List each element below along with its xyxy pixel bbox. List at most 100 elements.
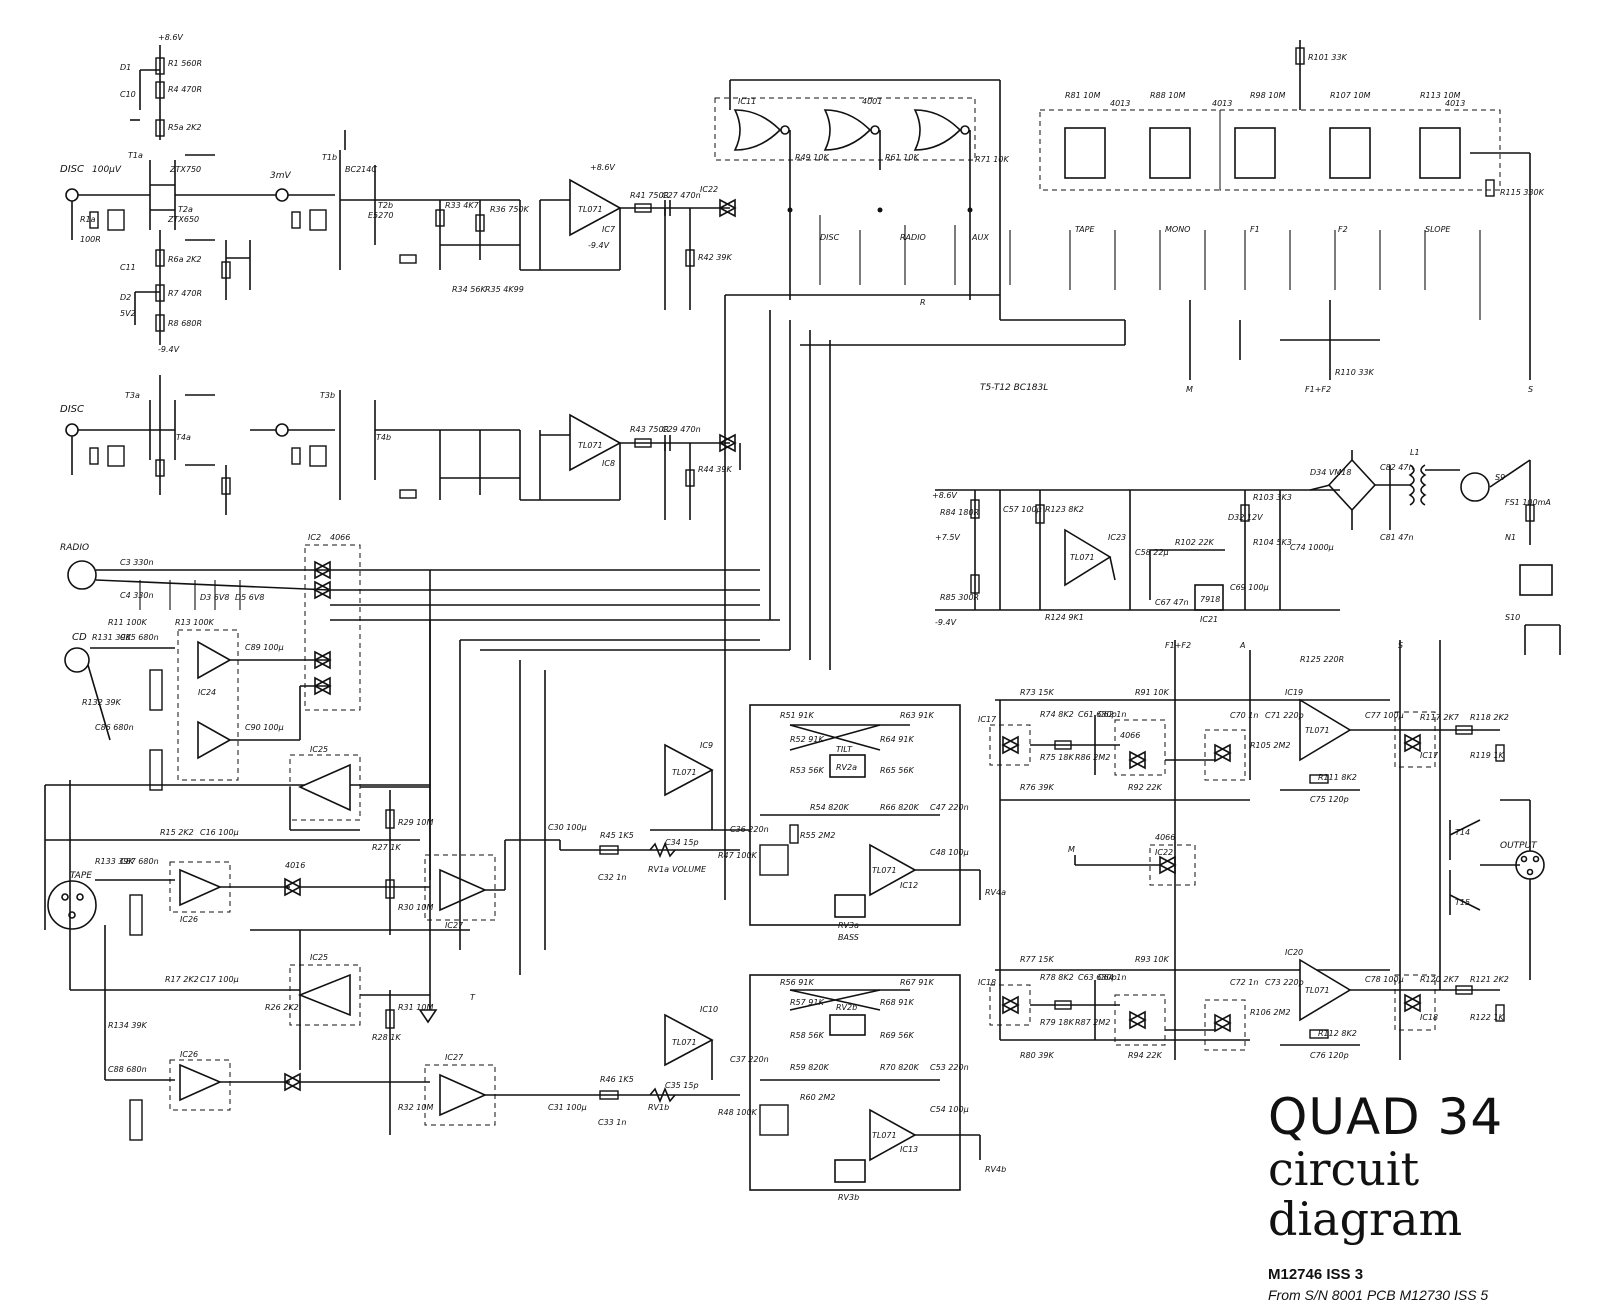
- product-subtitle: circuit diagram: [1268, 1142, 1463, 1246]
- filter-upper: [989, 650, 1505, 1040]
- label-ic25-a: IC25: [310, 745, 328, 754]
- label-rv4a: RV4a: [985, 888, 1006, 897]
- label-c3: C3 330n: [120, 558, 154, 567]
- label-ic22-b: IC22: [1155, 848, 1173, 857]
- label-ic24: IC24: [198, 688, 216, 697]
- label-4013-a: 4013: [1110, 99, 1130, 108]
- label-r78: R78 8K2: [1040, 973, 1074, 982]
- label-ic13: IC13: [900, 1145, 918, 1154]
- output-stage: [1399, 640, 1545, 1060]
- label-r61: R61 10K: [885, 153, 919, 162]
- label-r132: R132 39K: [82, 698, 122, 707]
- label-radio: RADIO: [60, 543, 89, 553]
- label-c32: C32 1n: [598, 873, 626, 882]
- label-rv3a: RV3a: [838, 921, 859, 930]
- label-bass: BASS: [838, 933, 859, 942]
- label-t1a: T1a: [128, 151, 143, 160]
- label-net-s2: S: [1398, 641, 1403, 650]
- label-r119: R119 1K: [1470, 751, 1504, 760]
- label-r120: R120 2K7: [1420, 975, 1460, 984]
- label-r80: R80 39K: [1020, 1051, 1054, 1060]
- label-supply-bottom: -9.4V: [158, 345, 180, 354]
- label-d2: D2: [120, 293, 131, 302]
- label-s10: S10: [1505, 613, 1520, 622]
- label-c63: C63 680p: [1078, 973, 1117, 982]
- label-d1: D1: [120, 63, 131, 72]
- label-net-r: R: [920, 298, 926, 307]
- label-net-s: S: [1528, 385, 1533, 394]
- tone-upper: [559, 704, 981, 926]
- label-c64: C64 1n: [1098, 973, 1126, 982]
- label-r5a: R5a 2K2: [168, 123, 202, 132]
- label-r105: R105 2M2: [1250, 741, 1290, 750]
- label-t3a: T3a: [125, 391, 140, 400]
- label-4016: 4016: [285, 861, 305, 870]
- label-tl071-ic20: TL071: [1305, 986, 1330, 995]
- label-ic21: IC21: [1200, 615, 1218, 624]
- label-r104: R104 5K3: [1253, 538, 1292, 547]
- label-r7: R7 470R: [168, 289, 202, 298]
- label-sw-f2: F2: [1338, 225, 1348, 234]
- label-ic11: IC11: [738, 97, 756, 106]
- label-r133: R133 39K: [95, 857, 135, 866]
- label-c34: C34 15p: [665, 838, 699, 847]
- label-ic23: IC23: [1108, 533, 1126, 542]
- label-r49: R49 10K: [795, 153, 829, 162]
- label-disc-r: DISC: [60, 404, 84, 415]
- label-ic26-a: IC26: [180, 915, 198, 924]
- label-r60: R60 2M2: [800, 1093, 835, 1102]
- label-r68: R68 91K: [880, 998, 914, 1007]
- label-tl071-ic8: TL071: [578, 441, 603, 450]
- label-supply-top: +8.6V: [158, 33, 183, 42]
- label-r67: R67 91K: [900, 978, 934, 987]
- label-cd: CD: [72, 632, 87, 643]
- label-c17: C17 100μ: [200, 975, 239, 984]
- label-ic12: IC12: [900, 881, 918, 890]
- label-c85: C85 680n: [120, 633, 159, 642]
- label-r123: R123 8K2: [1045, 505, 1084, 514]
- label-c47: C47 220n: [930, 803, 969, 812]
- label-t2a: T2a: [178, 205, 193, 214]
- input-selection: [44, 310, 831, 1141]
- label-sw-disc: DISC: [820, 233, 840, 242]
- label-ic7: IC7: [602, 225, 616, 234]
- label-rv4b: RV4b: [985, 1165, 1006, 1174]
- label-r29: R29 10M: [398, 818, 433, 827]
- label-r55: R55 2M2: [800, 831, 835, 840]
- label-sw-slope: SLOPE: [1425, 225, 1451, 234]
- label-r30: R30 10M: [398, 903, 433, 912]
- label-ic22: IC22: [700, 185, 718, 194]
- label-r42: R42 39K: [698, 253, 732, 262]
- label-tl071-ic12: TL071: [872, 866, 897, 875]
- label-r63: R63 91K: [900, 711, 934, 720]
- label-c16: C16 100μ: [200, 828, 239, 837]
- label-m94-ic7: -9.4V: [588, 241, 610, 250]
- label-4066-b: 4066: [1155, 833, 1175, 842]
- label-ic27-b: IC27: [445, 1053, 464, 1062]
- label-ic25-b: IC25: [310, 953, 328, 962]
- label-c81: C81 47n: [1380, 533, 1414, 542]
- label-net-a: A: [1239, 641, 1245, 650]
- label-s9: S9: [1495, 473, 1505, 482]
- label-r74: R74 8K2: [1040, 710, 1074, 719]
- disc-l-stage: [65, 45, 251, 345]
- label-bc214c: BC214C: [345, 165, 377, 174]
- label-c10: C10: [120, 90, 136, 99]
- label-t4a: T4a: [176, 433, 191, 442]
- label-r103: R103 3K3: [1253, 493, 1292, 502]
- label-r121: R121 2K2: [1470, 975, 1509, 984]
- label-tl071-ic13: TL071: [872, 1131, 897, 1140]
- drawing-number: M12746 ISS 3: [1268, 1266, 1364, 1283]
- label-c90: C90 100μ: [245, 723, 284, 732]
- filter-lower: [989, 640, 1505, 1060]
- label-c58: C58 22μ: [1135, 548, 1169, 557]
- label-c71: C71 220p: [1265, 711, 1304, 720]
- label-volume: VOLUME: [672, 865, 707, 874]
- label-t4b: T4b: [376, 433, 391, 442]
- label-f1f2: F1+F2: [1165, 641, 1191, 650]
- label-r134: R134 39K: [108, 1021, 148, 1030]
- label-c48: C48 100μ: [930, 848, 969, 857]
- label-r35: R35 4K99: [485, 285, 524, 294]
- label-n1: N1: [1505, 533, 1516, 542]
- label-r47: R47 100K: [718, 851, 758, 860]
